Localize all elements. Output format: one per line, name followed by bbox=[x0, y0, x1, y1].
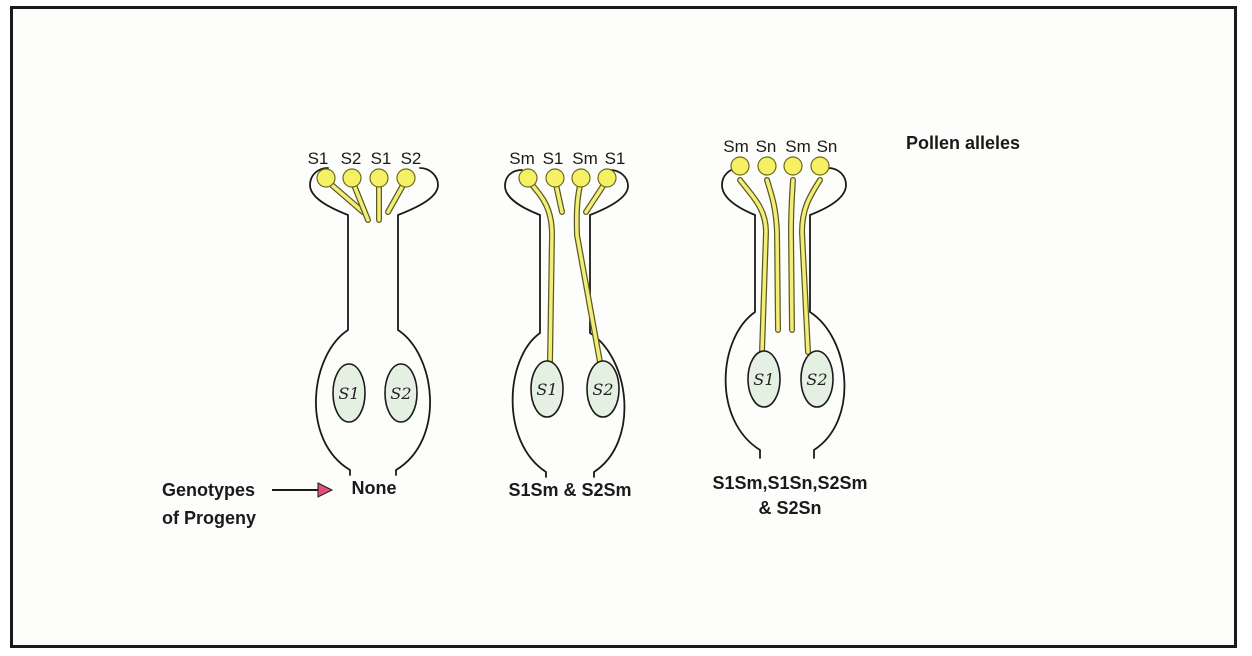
pistil-2-pollen-4: S1 bbox=[605, 149, 626, 168]
pistil-1-pollen-3: S1 bbox=[371, 149, 392, 168]
pistil-3-ovule-1-label: S1 bbox=[753, 370, 774, 389]
pistil-1: S1 S2 S1 S2 S1 S2 None bbox=[308, 149, 438, 498]
pistil-3: S1 S2 Sm Sn Sm Sn S1Sm,S1Sn,S2Sm & S2Sn bbox=[712, 137, 867, 518]
pistil-1-ovule-1-label: S1 bbox=[338, 384, 359, 403]
genotypes-label-line-1: Genotypes bbox=[162, 480, 255, 500]
pistil-3-pollen-3: Sm bbox=[785, 137, 811, 156]
pistil-1-outline bbox=[310, 168, 438, 475]
pistil-1-progeny: None bbox=[352, 478, 397, 498]
pistil-2-outline bbox=[505, 170, 628, 477]
pistil-2-pollen-3: Sm bbox=[572, 149, 598, 168]
pistil-3-pollen-2: Sn bbox=[756, 137, 777, 156]
pistil-2: S1 S2 Sm S1 Sm S1 S1Sm & S2Sm bbox=[505, 149, 632, 500]
pistil-3-progeny-line-2: & S2Sn bbox=[758, 498, 821, 518]
pistil-1-pollen-4: S2 bbox=[401, 149, 422, 168]
pistil-3-ovule-2-label: S2 bbox=[806, 370, 827, 389]
pistil-3-progeny-line-1: S1Sm,S1Sn,S2Sm bbox=[712, 473, 867, 493]
pistil-2-ovule-2-label: S2 bbox=[592, 380, 613, 399]
pistil-1-pollen-2: S2 bbox=[341, 149, 362, 168]
pistil-3-outline bbox=[722, 168, 846, 458]
pistil-2-pollen-2: S1 bbox=[543, 149, 564, 168]
pistil-1-ovule-2-label: S2 bbox=[390, 384, 411, 403]
genotypes-arrow bbox=[272, 483, 332, 497]
pistil-2-ovule-1-label: S1 bbox=[536, 380, 557, 399]
pistil-3-pollen-1: Sm bbox=[723, 137, 749, 156]
pollen-alleles-label: Pollen alleles bbox=[906, 133, 1020, 153]
pistil-2-progeny: S1Sm & S2Sm bbox=[508, 480, 631, 500]
genotypes-label-line-2: of Progeny bbox=[162, 508, 256, 528]
pistil-3-pollen-4: Sn bbox=[817, 137, 838, 156]
pistil-1-pollen-1: S1 bbox=[308, 149, 329, 168]
pistil-2-pollen-1: Sm bbox=[509, 149, 535, 168]
